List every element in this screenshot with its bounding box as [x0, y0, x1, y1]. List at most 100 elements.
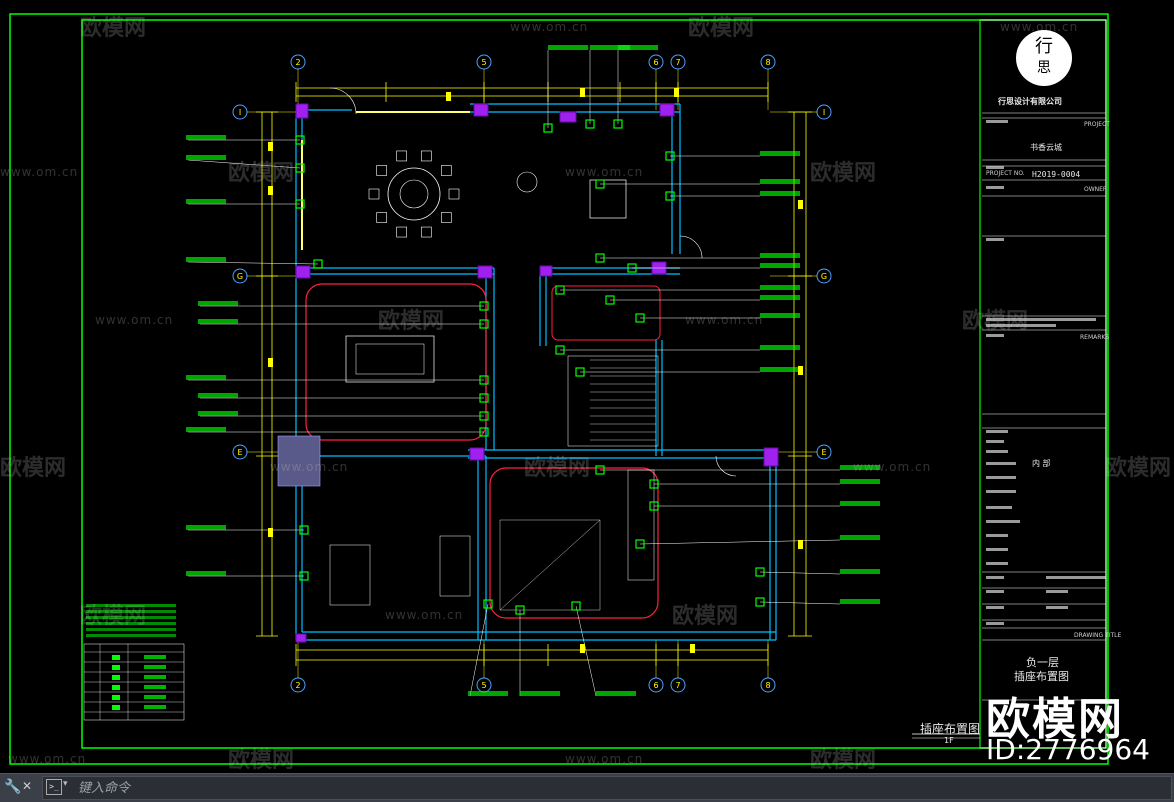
chair: [441, 165, 452, 176]
chair: [396, 226, 407, 238]
socket-label: [840, 479, 880, 484]
socket-label: [760, 253, 800, 258]
socket-label: [186, 571, 226, 576]
company-logo: [1016, 30, 1072, 86]
interior-label: 内 部: [1032, 459, 1051, 468]
title-block-text: [1046, 576, 1106, 579]
socket-label: [840, 599, 880, 604]
socket-label: [760, 191, 800, 196]
socket-symbol: [299, 525, 309, 535]
socket-label: [186, 257, 226, 262]
legend-symbol: [112, 695, 120, 700]
socket-label: [186, 199, 226, 204]
close-icon[interactable]: ✕: [22, 779, 33, 793]
legend-symbol: [112, 675, 120, 680]
command-input[interactable]: [76, 777, 1160, 799]
leader-line: [187, 261, 319, 265]
rug-outline: [489, 467, 659, 619]
terminal-icon[interactable]: >_: [46, 779, 62, 795]
socket-symbol: [555, 345, 565, 355]
drawing-caption-title: 插座布置图: [920, 722, 981, 736]
socket-symbol: [543, 123, 553, 133]
leader-line: [187, 159, 301, 169]
title-block-text: [986, 520, 1020, 523]
dim-marker: [268, 186, 273, 195]
title-block-text: [986, 120, 1008, 123]
socket-label: [590, 45, 630, 50]
legend-text: [144, 665, 166, 669]
structural-column: [473, 103, 489, 117]
socket-symbol: [295, 163, 305, 173]
logo-glyph: 行: [1035, 36, 1053, 57]
socket-symbol: [635, 313, 645, 323]
socket-label: [198, 411, 238, 416]
title-block-text: [986, 318, 1096, 321]
watermark-id: ID:2776964: [986, 733, 1150, 766]
title-block-text: [986, 576, 1004, 579]
socket-symbol: [755, 597, 765, 607]
company-name: 行思设计有限公司: [998, 97, 1062, 106]
grid-label: 7: [675, 58, 680, 67]
grid-label: G: [821, 272, 827, 281]
socket-label: [760, 295, 800, 300]
notes-text: [86, 628, 176, 631]
structural-column: [539, 265, 553, 277]
socket-symbol: [479, 319, 489, 329]
legend-text: [144, 655, 166, 659]
socket-label: [548, 45, 588, 50]
socket-symbol: [755, 567, 765, 577]
project-name: 书香云城: [1030, 143, 1062, 152]
title-block-text: [986, 462, 1016, 465]
door-swing: [329, 87, 357, 115]
wrench-icon[interactable]: 🔧: [4, 779, 22, 795]
socket-label: [198, 319, 238, 324]
title-block-text: [986, 534, 1008, 537]
stair-block: [567, 355, 659, 447]
grid-label: 2: [295, 681, 300, 690]
dim-marker: [674, 88, 679, 97]
socket-symbol: [571, 601, 581, 611]
chevron-down-icon[interactable]: ▾: [63, 779, 68, 789]
grid-label: 8: [765, 681, 770, 690]
socket-label: [760, 313, 800, 318]
socket-label: [760, 367, 800, 372]
socket-label: [618, 45, 658, 50]
socket-label: [596, 691, 636, 696]
chair: [368, 188, 380, 200]
socket-symbol: [555, 285, 565, 295]
legend-symbol: [112, 655, 120, 660]
dim-marker: [580, 88, 585, 97]
grid-label: 5: [481, 58, 486, 67]
outer-frame: [9, 13, 1109, 765]
dim-marker: [580, 644, 585, 653]
leader-line: [759, 601, 841, 605]
title-block-text: [986, 324, 1056, 327]
title-block-text: [986, 622, 1004, 625]
project-no-label: PROJECT NO.: [986, 170, 1025, 177]
socket-label: [760, 263, 800, 268]
chair: [441, 212, 452, 223]
structural-column: [477, 265, 493, 279]
rug-outline: [551, 285, 661, 341]
socket-label: [760, 285, 800, 290]
socket-label: [186, 375, 226, 380]
sheet-title-name: 插座布置图: [1014, 670, 1069, 683]
socket-label: [186, 155, 226, 160]
drawing-title-label: DRAWING TITLE: [1074, 632, 1122, 639]
leader-line: [469, 603, 489, 697]
title-block-text: [986, 548, 1008, 551]
chair: [376, 212, 387, 223]
chair: [376, 165, 387, 176]
socket-symbol: [479, 375, 489, 385]
grid-label: I: [239, 108, 241, 117]
socket-label: [760, 151, 800, 156]
watermark-big: 欧模网: [986, 694, 1124, 745]
chair: [421, 150, 432, 162]
socket-symbol: [479, 393, 489, 403]
title-block-text: [986, 334, 1004, 337]
socket-label: [198, 301, 238, 306]
socket-symbol: [605, 295, 615, 305]
equipment: [439, 535, 471, 597]
